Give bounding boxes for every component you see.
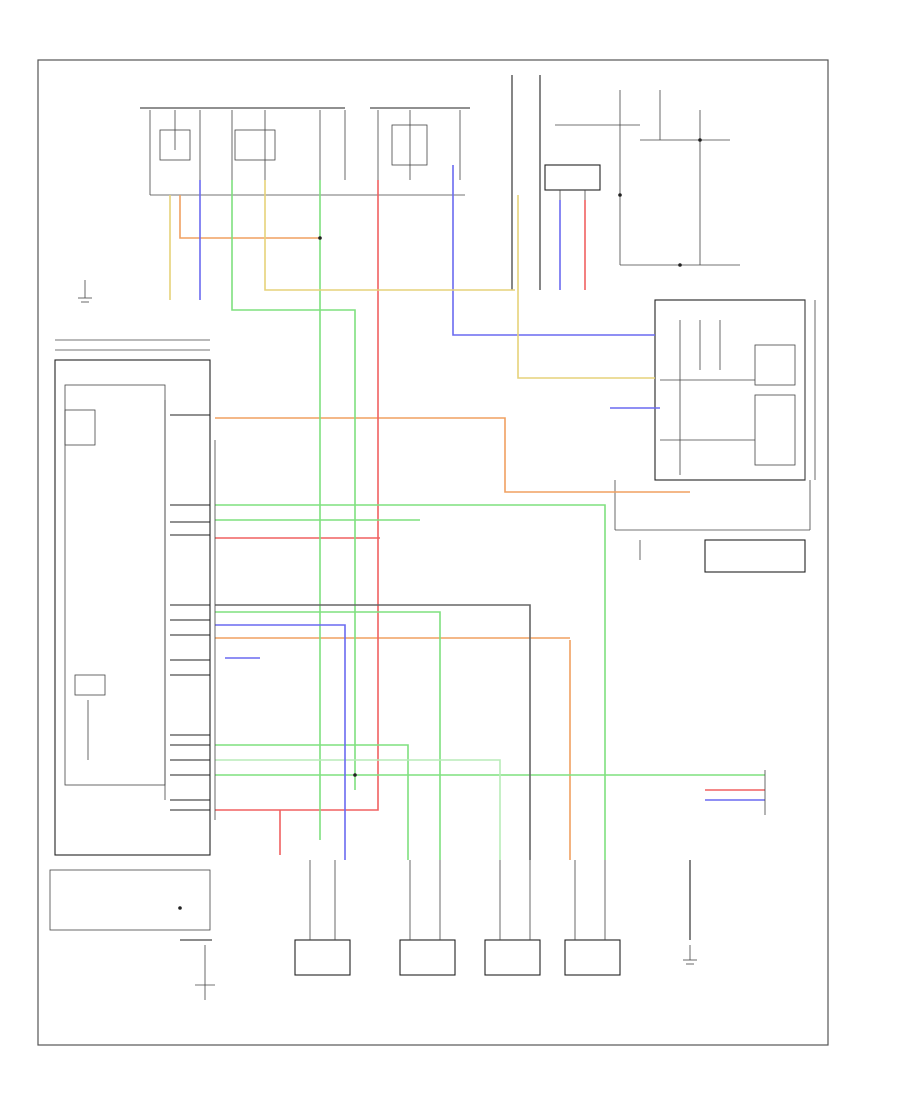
switch-area [614,480,811,573]
data-link-connector [705,770,766,815]
wire-orange-2 [215,417,690,493]
right-control-unit [654,299,816,481]
ground-symbol [78,280,92,303]
wheel-sensor-rear-right [564,860,621,976]
main-control-module [54,339,211,856]
wire-red [215,180,379,811]
left-switch [49,869,215,1000]
wire-orange [179,195,320,239]
wheel-sensor-front-right [294,860,351,976]
fuse-block-area [140,107,470,196]
diagram-border [37,59,829,1046]
wire-green [231,180,356,790]
wire-blue-2 [215,624,346,860]
connector-stubs [170,414,210,811]
splice-points [178,138,702,910]
wheel-sensor-front-left [399,860,456,976]
wire-green-3 [215,504,606,860]
ground-symbol-right [683,945,697,965]
relay-section [511,75,740,290]
wire-gray [215,604,531,860]
wheel-sensor-rear-left [484,860,541,976]
